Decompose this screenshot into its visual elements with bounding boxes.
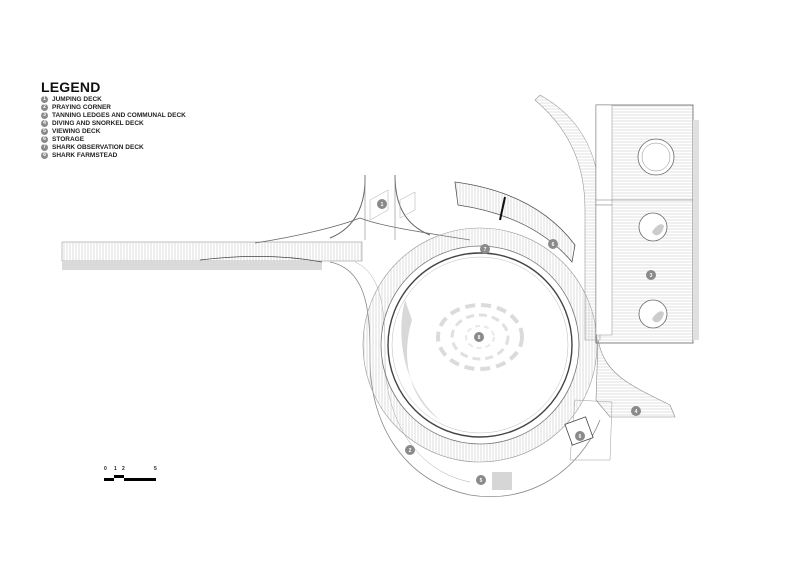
- scale-tick: 5: [154, 466, 157, 472]
- marker-5: 5: [476, 475, 486, 485]
- scale-tick: 0: [104, 466, 107, 472]
- marker-8: 8: [474, 332, 484, 342]
- legend-item: 7 SHARK OBSERVATION DECK: [41, 143, 186, 151]
- legend-number-icon: 4: [41, 119, 48, 127]
- svg-text:2: 2: [409, 448, 412, 454]
- legend-item: 5 VIEWING DECK: [41, 127, 186, 135]
- diving-deck: [595, 339, 676, 418]
- legend-item: 1 JUMPING DECK: [41, 95, 186, 103]
- svg-text:1: 1: [381, 202, 384, 208]
- legend-title: LEGEND: [41, 79, 101, 95]
- legend-number-icon: 6: [41, 135, 48, 143]
- legend-item: 8 SHARK FARMSTEAD: [41, 151, 186, 159]
- marker-3: 3: [646, 270, 656, 280]
- scale-segment: [114, 475, 124, 478]
- scale-tick: 1: [114, 466, 117, 472]
- legend: LEGEND 1 JUMPING DECK 2 PRAYING CORNER 3 TA…: [41, 80, 186, 159]
- plan-markers: 1 2 3 4 5 6 6 7 8: [377, 199, 656, 485]
- legend-item: 6 STORAGE: [41, 135, 186, 143]
- svg-text:6: 6: [552, 242, 555, 248]
- legend-label: SHARK FARMSTEAD: [52, 151, 118, 159]
- legend-label: SHARK OBSERVATION DECK: [52, 143, 144, 151]
- observation-ring: [362, 227, 598, 463]
- legend-number-icon: 2: [41, 103, 48, 111]
- scale-tick: 2: [122, 466, 125, 472]
- jumping-deck-structure: [329, 174, 431, 240]
- svg-text:7: 7: [484, 247, 487, 253]
- legend-item: 4 DIVING AND SNORKEL DECK: [41, 119, 186, 127]
- north-arc-walkway: [534, 94, 601, 341]
- upper-curved-deck: [454, 181, 576, 263]
- spiral-walkway: [329, 261, 601, 498]
- shark-school-illustration: [436, 303, 524, 371]
- svg-text:3: 3: [650, 273, 653, 279]
- marker-6b: 6: [575, 431, 585, 441]
- legend-label: JUMPING DECK: [52, 95, 102, 103]
- svg-text:8: 8: [478, 335, 481, 341]
- legend-label: PRAYING CORNER: [52, 103, 111, 111]
- legend-number-icon: 3: [41, 111, 48, 119]
- legend-label: DIVING AND SNORKEL DECK: [52, 119, 144, 127]
- scale-segment: [124, 478, 156, 481]
- marker-4: 4: [631, 406, 641, 416]
- legend-label: STORAGE: [52, 135, 85, 143]
- legend-label: VIEWING DECK: [52, 127, 101, 135]
- svg-text:6: 6: [579, 434, 582, 440]
- svg-text:5: 5: [480, 478, 483, 484]
- legend-label: TANNING LEDGES AND COMMUNAL DECK: [52, 111, 186, 119]
- pier-walkway: [61, 217, 471, 270]
- marker-2: 2: [405, 445, 415, 455]
- marker-1: 1: [377, 199, 387, 209]
- marker-6a: 6: [548, 239, 558, 249]
- tanning-ledges-building: [595, 104, 699, 344]
- scale-segment: [104, 478, 114, 481]
- legend-item: 2 PRAYING CORNER: [41, 103, 186, 111]
- lower-storage: [492, 399, 613, 490]
- legend-number-icon: 8: [41, 151, 48, 159]
- legend-number-icon: 5: [41, 127, 48, 135]
- scale-bar: 0 1 2 5: [104, 466, 164, 486]
- svg-text:4: 4: [635, 409, 638, 415]
- legend-number-icon: 7: [41, 143, 48, 151]
- legend-number-icon: 1: [41, 95, 48, 103]
- marker-7: 7: [480, 244, 490, 254]
- legend-item: 3 TANNING LEDGES AND COMMUNAL DECK: [41, 111, 186, 119]
